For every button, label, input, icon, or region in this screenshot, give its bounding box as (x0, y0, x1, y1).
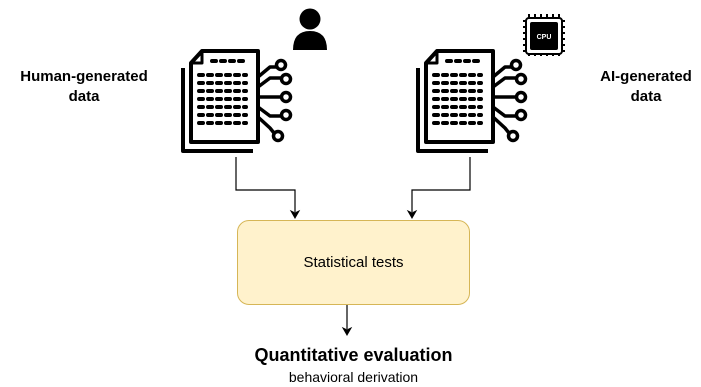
ai-data-label-line1: AI-generated (600, 68, 692, 85)
arrowhead-left (289, 209, 301, 220)
left-connector (235, 157, 296, 212)
ai-data-label: AI-generated data (586, 67, 701, 107)
cpu-chip-label: CPU (537, 34, 552, 41)
human-data-label: Human-generated data (4, 67, 164, 107)
arrowhead-output (341, 326, 353, 337)
evaluation-subtitle: behavioral derivation (288, 369, 419, 385)
human-data-label-line1: Human-generated (20, 68, 148, 85)
arrowhead-right (406, 209, 418, 220)
document-network-icon (181, 49, 293, 153)
evaluation-title: Quantitative evaluation (254, 345, 453, 365)
human-data-label-line2: data (68, 88, 100, 105)
statistical-tests-label: Statistical tests (303, 254, 404, 271)
document-network-icon (416, 49, 528, 153)
ai-data-label-line2: data (630, 88, 662, 105)
cpu-chip-icon: CPU (523, 14, 565, 56)
right-connector (411, 157, 471, 212)
person-icon (293, 8, 327, 50)
statistical-tests-box: Statistical tests (237, 220, 470, 305)
